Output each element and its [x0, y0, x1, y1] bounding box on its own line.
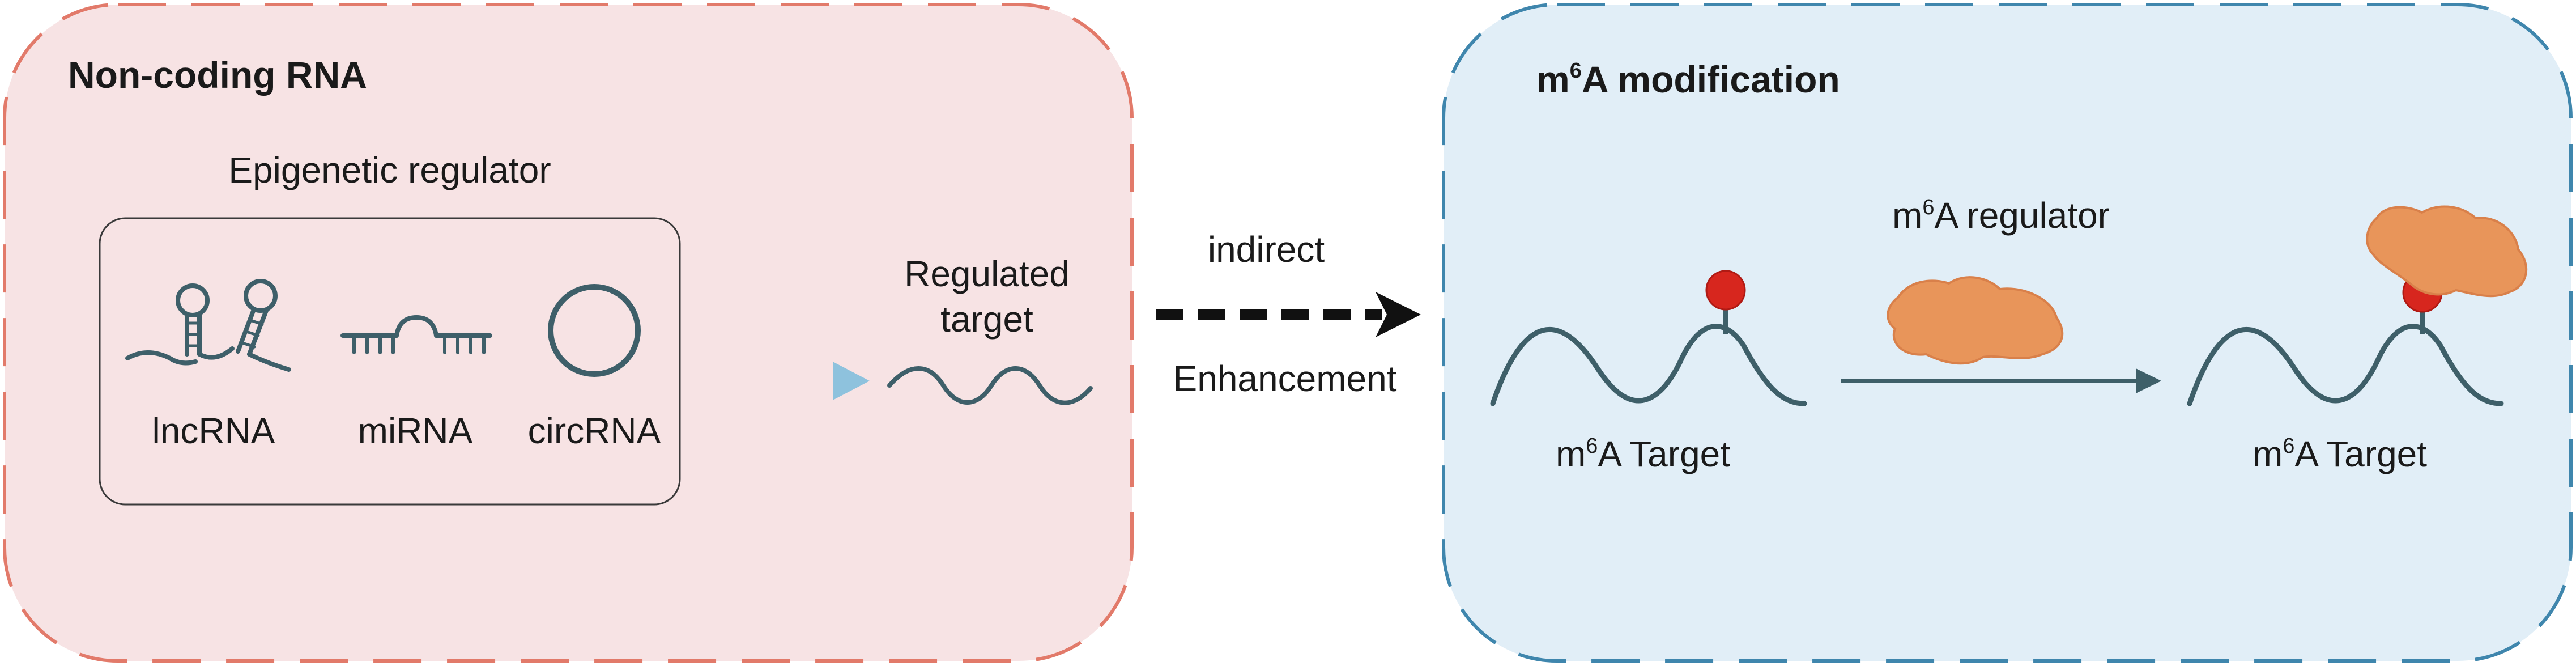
epigenetic-regulator-label: Epigenetic regulator — [228, 150, 551, 190]
circrna-label: circRNA — [528, 410, 661, 451]
m6a-target-right-label: m6A Target — [2253, 434, 2427, 474]
regulated-target-rna-icon — [887, 366, 1093, 405]
m6a-target-left-label: m6A Target — [1556, 434, 1730, 474]
indirect-label: indirect — [1208, 229, 1325, 270]
m6a-regulator-protein-icon — [1887, 276, 2064, 365]
m6a-regulator-label: m6A regulator — [1892, 195, 2110, 236]
m6a-target-rna-right — [2187, 324, 2504, 406]
mirna-hairpin-icon — [340, 315, 492, 354]
m6a-regulator-bound-protein-icon — [2366, 205, 2528, 298]
enhancement-label: Enhancement — [1173, 358, 1397, 399]
m6a-modification-panel: m6A modification m6A Target m6A regulato… — [1442, 3, 2573, 663]
dashed-arrow-head — [1376, 292, 1421, 337]
m6a-methyl-mark-left — [1705, 270, 1746, 311]
m6a-target-rna-left — [1490, 324, 1807, 406]
left-panel-background — [3, 3, 1134, 663]
regulated-target-label-line2: target — [940, 299, 1033, 340]
left-panel-title: Non-coding RNA — [68, 54, 367, 96]
regulated-target-label-line1: Regulated — [904, 253, 1070, 294]
indirect-enhancement-connector: indirect Enhancement — [1156, 229, 1421, 399]
regulator-binding-arrowhead — [2136, 368, 2161, 393]
epigenetic-regulator-box — [99, 217, 681, 506]
regulation-arrow — [680, 362, 870, 400]
lncrna-hairpins-icon — [125, 279, 291, 372]
non-coding-rna-panel: Non-coding RNA Epigenetic regulator lncR… — [3, 3, 1134, 663]
right-panel-title: m6A modification — [1536, 58, 1840, 100]
mirna-label: miRNA — [358, 410, 473, 451]
circrna-ring-icon — [548, 284, 641, 377]
lncrna-label: lncRNA — [152, 410, 275, 451]
